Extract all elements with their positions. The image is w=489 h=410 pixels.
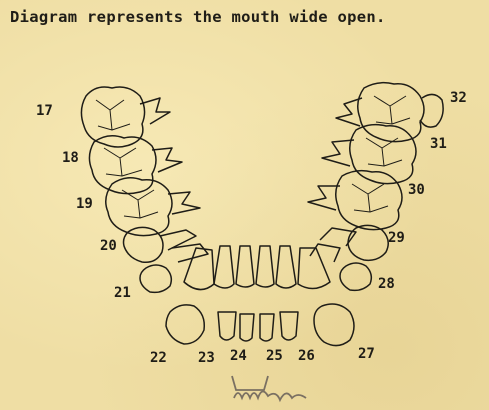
tooth-label-17: 17 [36, 103, 53, 119]
tooth-19 [106, 178, 200, 236]
tooth-22 [166, 248, 214, 344]
tooth-label-25: 25 [266, 348, 283, 364]
tooth-label-30: 30 [408, 182, 425, 198]
tooth-30 [308, 171, 402, 230]
tooth-label-29: 29 [388, 230, 405, 246]
tooth-label-23: 23 [198, 350, 215, 366]
tooth-25 [256, 246, 274, 341]
tooth-label-21: 21 [114, 285, 131, 301]
tooth-label-22: 22 [150, 350, 167, 366]
tooth-32 [336, 83, 443, 142]
tooth-label-32: 32 [450, 90, 467, 106]
tooth-label-27: 27 [358, 346, 375, 362]
tooth-label-31: 31 [430, 136, 447, 152]
tooth-28 [310, 244, 371, 290]
handwritten-scribble [228, 368, 318, 408]
tooth-label-18: 18 [62, 150, 79, 166]
tooth-23 [214, 246, 236, 340]
tooth-label-28: 28 [378, 276, 395, 292]
tooth-label-19: 19 [76, 196, 93, 212]
tooth-label-24: 24 [230, 348, 247, 364]
tooth-29 [320, 225, 388, 260]
tooth-24 [236, 246, 254, 341]
tooth-27 [298, 248, 354, 346]
tooth-label-26: 26 [298, 348, 315, 364]
tooth-label-20: 20 [100, 238, 117, 254]
tooth-21 [140, 244, 208, 292]
tooth-26 [276, 246, 298, 340]
